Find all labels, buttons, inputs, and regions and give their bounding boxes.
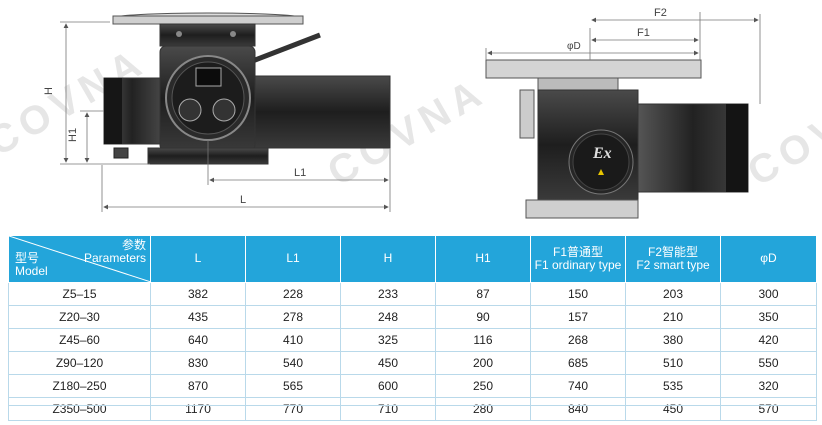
header-L1: L1 — [245, 236, 341, 283]
dim-label-L: L — [240, 194, 246, 206]
value-cell: 248 — [340, 304, 436, 329]
dim-label-F1: F1 — [637, 27, 650, 39]
value-cell: 150 — [530, 281, 626, 306]
value-cell: 510 — [625, 350, 721, 375]
value-cell: 300 — [720, 281, 817, 306]
value-cell: 540 — [245, 350, 341, 375]
table-row: Z20–30 435 278 248 90 157 210 350 — [8, 304, 817, 329]
value-cell: 535 — [625, 373, 721, 398]
header-phiD-en: φD — [760, 251, 777, 266]
value-cell: 250 — [435, 373, 531, 398]
header-H1-en: H1 — [475, 251, 491, 266]
header-F1-cn: F1普通型 — [552, 244, 603, 259]
value-cell: 450 — [340, 350, 436, 375]
value-cell: 410 — [245, 327, 341, 352]
value-cell: 840 — [530, 396, 626, 421]
header-H-en: H — [383, 251, 393, 266]
model-cell: Z180–250 — [8, 373, 151, 398]
value-cell: 268 — [530, 327, 626, 352]
corner-parameters-en: Parameters — [83, 251, 146, 265]
value-cell: 710 — [340, 396, 436, 421]
value-cell: 740 — [530, 373, 626, 398]
header-L: L — [150, 236, 246, 283]
value-cell: 350 — [720, 304, 817, 329]
dim-label-phiD: φD — [567, 41, 581, 52]
value-cell: 228 — [245, 281, 341, 306]
table-bottom-border — [8, 405, 816, 406]
model-cell: Z350–500 — [8, 396, 151, 421]
table-row: Z350–500 1170 770 710 280 840 450 570 — [8, 396, 817, 421]
corner-bottom: 型号 Model — [15, 250, 48, 278]
value-cell: 380 — [625, 327, 721, 352]
corner-model-en: Model — [15, 263, 48, 278]
value-cell: 830 — [150, 350, 246, 375]
corner-model-cn: 型号 — [15, 250, 40, 265]
value-cell: 1170 — [150, 396, 246, 421]
value-cell: 87 — [435, 281, 531, 306]
value-cell: 420 — [720, 327, 817, 352]
right-dimension-lines — [485, 12, 761, 104]
header-H1: H1 — [435, 236, 531, 283]
ex-mark: Ex — [592, 145, 612, 162]
value-cell: 565 — [245, 373, 341, 398]
header-L-en: L — [194, 251, 202, 266]
value-cell: 280 — [435, 396, 531, 421]
side-view-actuator — [103, 12, 391, 165]
dim-label-H: H — [43, 87, 55, 95]
value-cell: 116 — [435, 327, 531, 352]
header-F2-cn: F2智能型 — [647, 244, 698, 259]
header-F2-en: F2 smart type — [636, 257, 710, 272]
value-cell: 685 — [530, 350, 626, 375]
value-cell: 200 — [435, 350, 531, 375]
header-phiD: φD — [720, 236, 817, 283]
model-cell: Z90–120 — [8, 350, 151, 375]
corner-top: 参数 Parameters — [84, 239, 146, 265]
value-cell: 278 — [245, 304, 341, 329]
value-cell: 570 — [720, 396, 817, 421]
front-view-actuator — [485, 59, 749, 219]
value-cell: 233 — [340, 281, 436, 306]
corner-header: 参数 Parameters 型号 Model — [8, 236, 151, 283]
value-cell: 325 — [340, 327, 436, 352]
corner-diagonal — [9, 236, 151, 282]
value-cell: 382 — [150, 281, 246, 306]
value-cell: 157 — [530, 304, 626, 329]
header-F1-en: F1 ordinary type — [534, 257, 622, 272]
table-row: Z45–60 640 410 325 116 268 380 420 — [8, 327, 817, 352]
value-cell: 320 — [720, 373, 817, 398]
left-dimension-lines — [60, 21, 391, 212]
value-cell: 550 — [720, 350, 817, 375]
value-cell: 600 — [340, 373, 436, 398]
table-row: Z90–120 830 540 450 200 685 510 550 — [8, 350, 817, 375]
model-cell: Z20–30 — [8, 304, 151, 329]
value-cell: 203 — [625, 281, 721, 306]
dim-label-L1: L1 — [294, 167, 306, 179]
value-cell: 435 — [150, 304, 246, 329]
dimension-drawings: H H1 L1 L Ex F2 F1 φD — [43, 7, 761, 219]
value-cell: 210 — [625, 304, 721, 329]
dim-label-F2: F2 — [654, 7, 667, 19]
model-cell: Z45–60 — [8, 327, 151, 352]
value-cell: 90 — [435, 304, 531, 329]
model-cell: Z5–15 — [8, 281, 151, 306]
header-H: H — [340, 236, 436, 283]
value-cell: 870 — [150, 373, 246, 398]
value-cell: 640 — [150, 327, 246, 352]
header-L1-en: L1 — [286, 251, 300, 266]
value-cell: 770 — [245, 396, 341, 421]
value-cell: 450 — [625, 396, 721, 421]
corner-parameters-cn: 参数 — [121, 238, 146, 252]
table-row: Z5–15 382 228 233 87 150 203 300 — [8, 281, 817, 306]
table-row: Z180–250 870 565 600 250 740 535 320 — [8, 373, 817, 398]
dim-label-H1: H1 — [67, 128, 79, 142]
